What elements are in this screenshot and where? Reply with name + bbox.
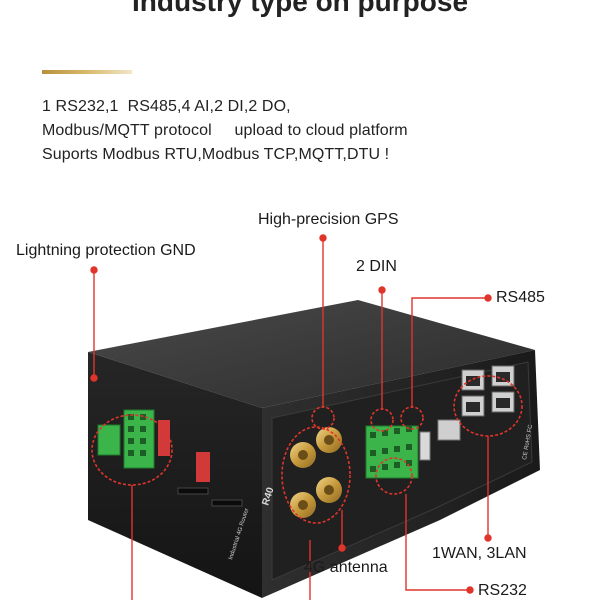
highlight-rs232 [375, 457, 413, 495]
cut-off-title: Industry type on purpose [131, 0, 469, 17]
highlight-antennas [281, 426, 351, 524]
callout-4g-antenna: 4G antenna [304, 559, 388, 576]
power-terminal [97, 424, 121, 456]
callout-rs232: RS232 [478, 582, 527, 599]
antenna-gps [316, 427, 342, 453]
terminal-block-ai [123, 409, 155, 469]
ethernet-ports [461, 365, 515, 417]
callout-rs485: RS485 [496, 289, 545, 306]
callout-din: 2 DIN [356, 258, 397, 275]
callout-wan-lan: 1WAN, 3LAN [432, 545, 527, 562]
sim2-slot [211, 499, 243, 507]
gold-divider [42, 70, 132, 74]
antenna-aux [290, 492, 316, 518]
antenna-wifi [290, 442, 316, 468]
console-port [437, 419, 461, 441]
highlight-terminal-ai [91, 414, 173, 486]
spec-line-2: Modbus/MQTT protocol upload to cloud pla… [42, 122, 408, 139]
sim1-slot [177, 487, 209, 495]
dip-switch [158, 420, 170, 456]
callout-gnd: Lightning protection GND [16, 242, 196, 259]
dip-switch-2 [196, 452, 210, 482]
spec-line-1: 1 RS232,1 RS485,4 AI,2 DI,2 DO, [42, 98, 291, 115]
callout-gps: High-precision GPS [258, 211, 399, 228]
spec-line-3: Suports Modbus RTU,Modbus TCP,MQTT,DTU ! [42, 146, 390, 163]
usb-port [419, 431, 431, 461]
antenna-4g [316, 477, 342, 503]
device-top-face [88, 300, 535, 408]
terminal-block-io [365, 425, 419, 479]
